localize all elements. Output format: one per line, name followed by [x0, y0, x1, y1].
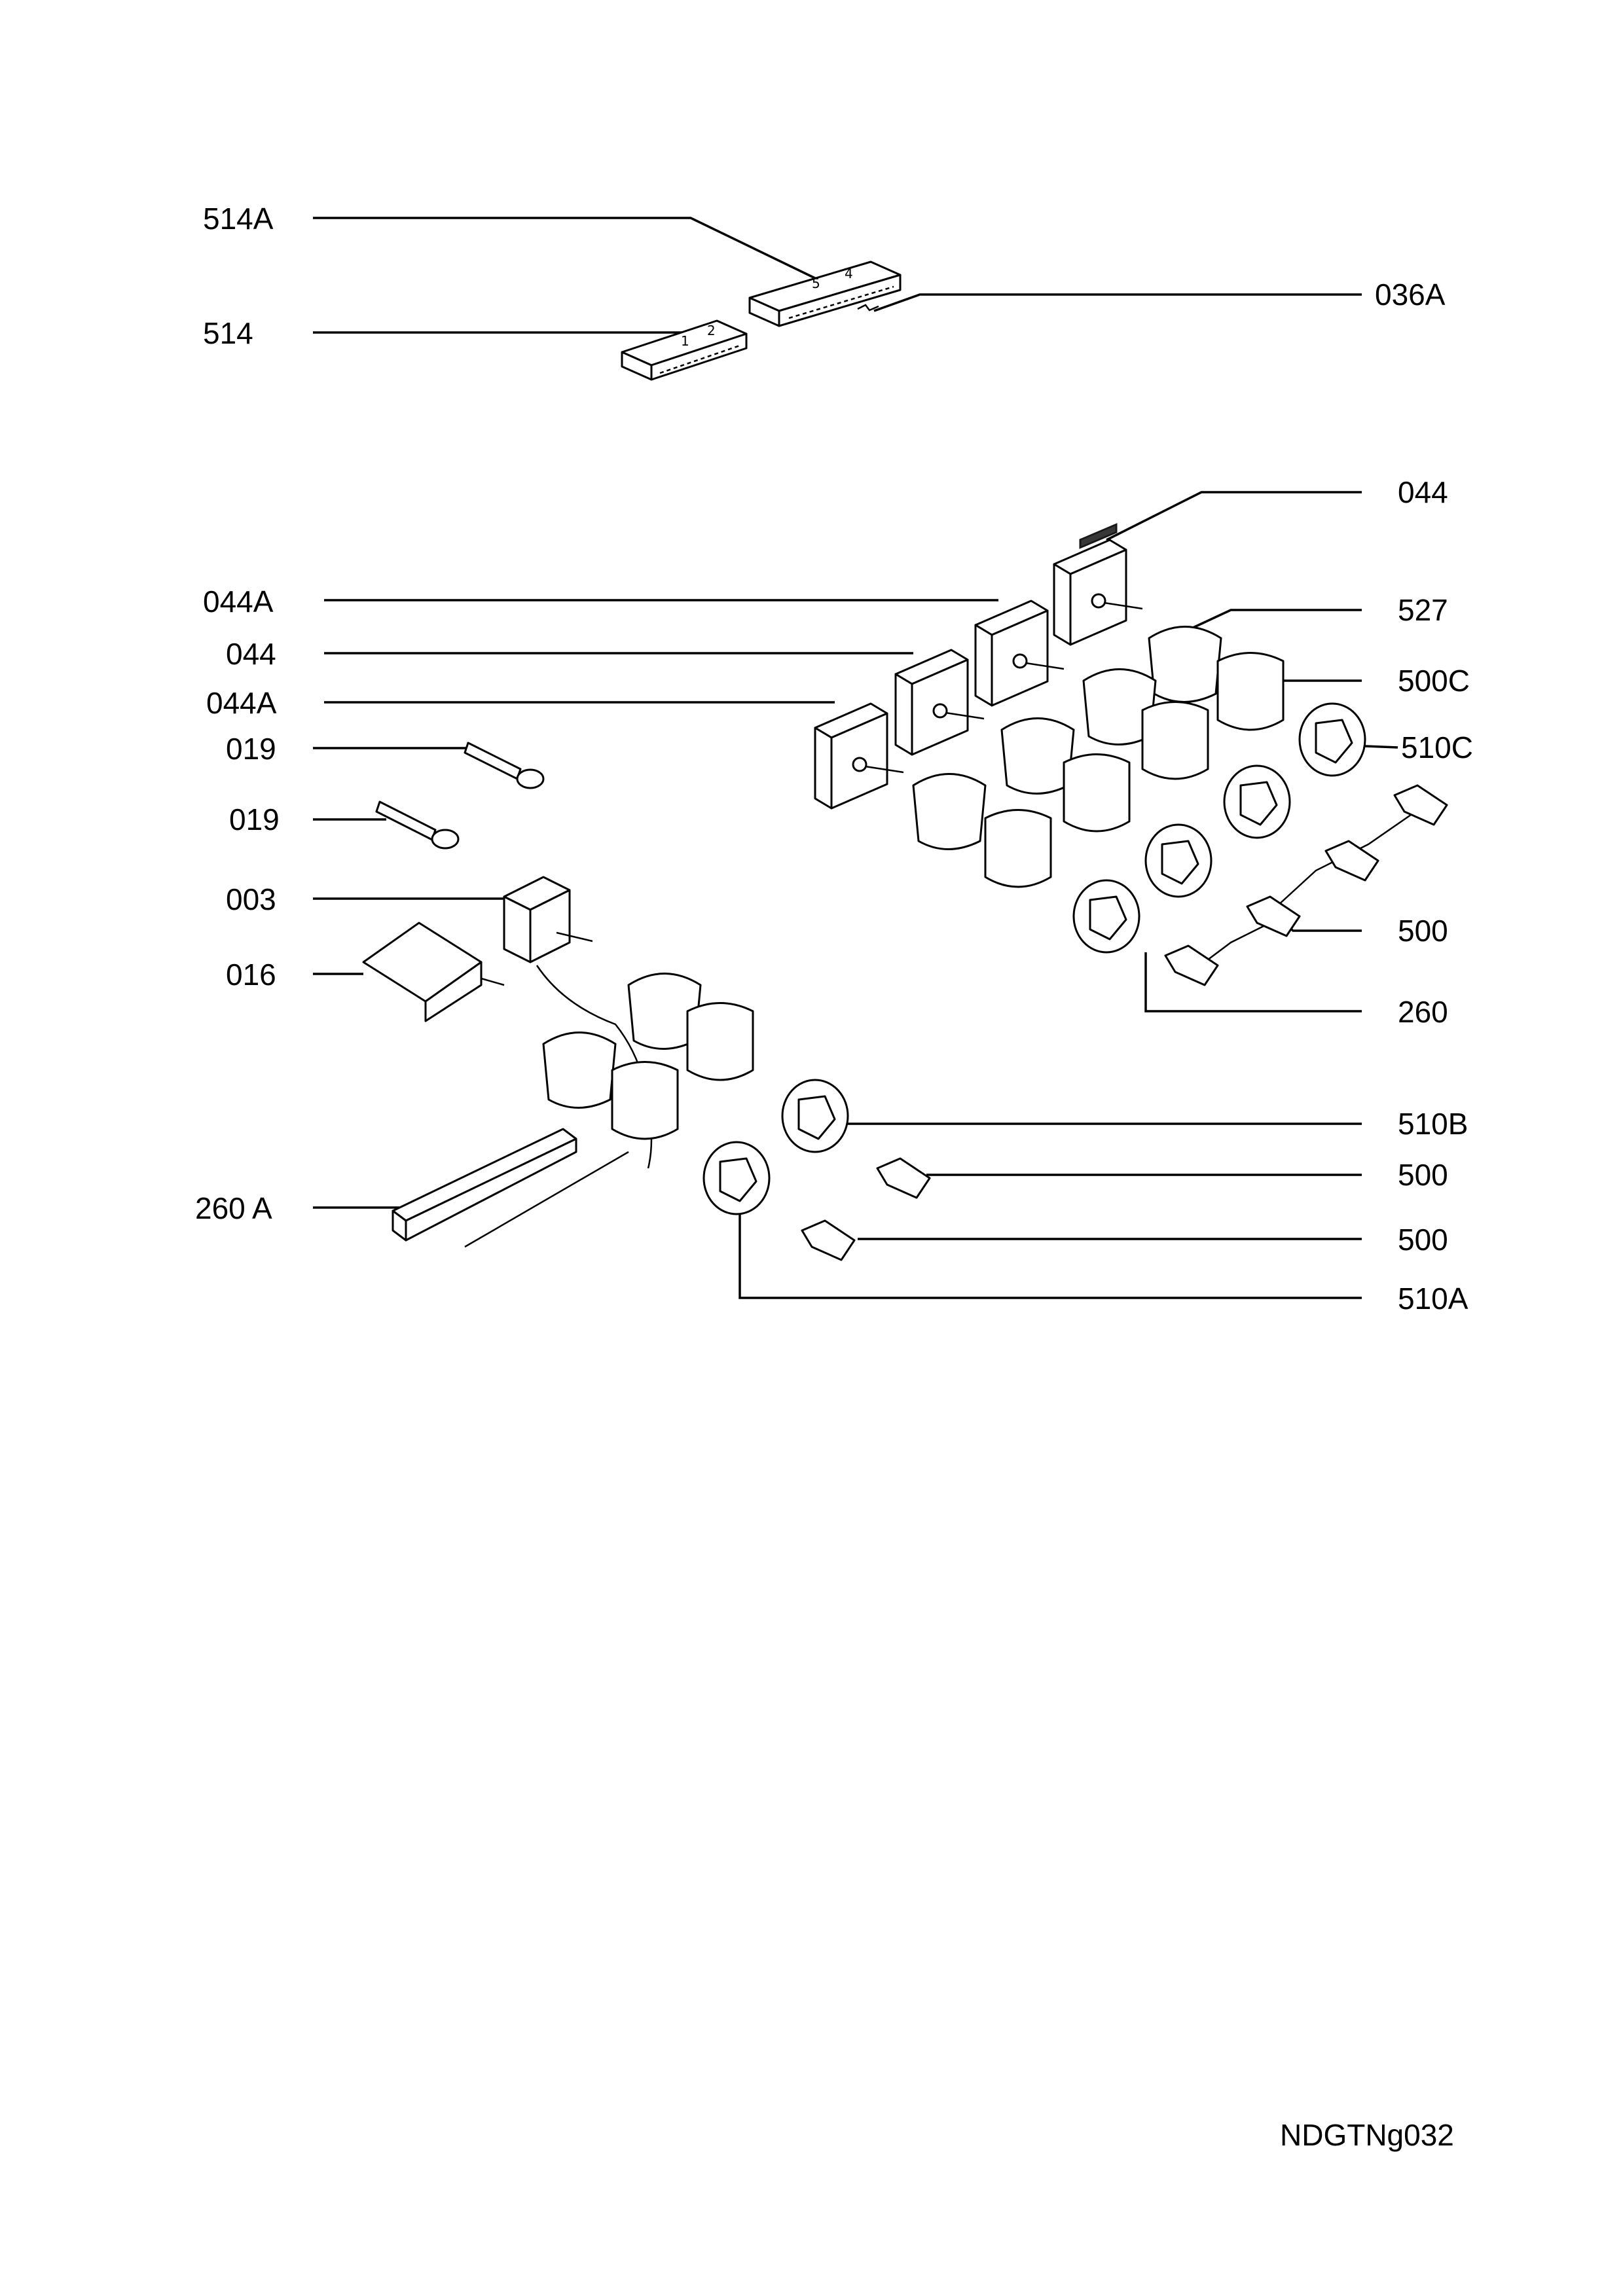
svg-text:5: 5: [812, 276, 820, 291]
regulator-044-top: [1053, 523, 1143, 646]
label-514: 514: [203, 316, 253, 350]
bezels-510C: [1072, 702, 1366, 954]
label-527: 527: [1398, 593, 1448, 627]
label-510A: 510A: [1398, 1282, 1468, 1316]
leader-044-top: [1106, 491, 1362, 541]
label-019-1: 019: [226, 732, 276, 766]
knob-link-lower: [1204, 922, 1271, 963]
svg-text:2: 2: [707, 323, 716, 338]
leader-260: [1144, 952, 1362, 1013]
indicator-lamp-019-1: [464, 742, 545, 789]
label-514A: 514A: [203, 202, 274, 236]
regulator-044A-1: [974, 600, 1065, 707]
regulator-044A-2: [814, 702, 904, 810]
knob-skirts-upper: [912, 626, 1285, 888]
control-knobs-500-lower: [801, 1157, 931, 1261]
label-003: 003: [226, 882, 276, 916]
leader-527: [1191, 609, 1362, 630]
svg-text:1: 1: [681, 333, 689, 349]
label-044-mid: 044: [226, 637, 276, 671]
label-500-3: 500: [1398, 1223, 1448, 1257]
terminal-block-514: 1 2: [621, 319, 748, 381]
knob-skirts-lower: [542, 973, 754, 1140]
indicator-lamp-019-2: [375, 800, 460, 850]
control-knobs-500-upper: [1164, 784, 1448, 986]
label-016: 016: [226, 958, 276, 992]
label-044A-1: 044A: [203, 584, 274, 619]
part-labels: 514A 514 036A 044 044A 527 044 500C 044A…: [195, 202, 1473, 2152]
regulator-044-mid: [894, 649, 985, 756]
label-036A: 036A: [1375, 278, 1446, 312]
label-500C: 500C: [1398, 664, 1470, 698]
label-019-2: 019: [229, 802, 280, 836]
label-500-2: 500: [1398, 1158, 1448, 1192]
selector-switch-016: [362, 922, 505, 1022]
label-260A: 260 A: [195, 1191, 272, 1225]
label-260: 260: [1398, 995, 1448, 1029]
leader-510A: [739, 1214, 1362, 1299]
bezel-510A: [702, 1141, 771, 1215]
bezel-510B: [781, 1079, 849, 1153]
svg-text:4: 4: [845, 266, 853, 281]
bridge-036A: [857, 304, 879, 312]
label-510C: 510C: [1401, 730, 1473, 764]
drawing-code: NDGTNg032: [1280, 2118, 1454, 2152]
label-500-1: 500: [1398, 914, 1448, 948]
terminal-block-514A: 5 4: [748, 260, 902, 327]
label-510B: 510B: [1398, 1107, 1468, 1141]
label-044A-2: 044A: [206, 686, 277, 720]
thermostat-003: [503, 876, 653, 1169]
leader-510C: [1364, 745, 1398, 749]
label-044-top: 044: [1398, 475, 1448, 509]
leader-036A: [873, 293, 1362, 312]
leader-514A: [313, 217, 816, 279]
bracket-260A: [392, 1128, 629, 1248]
